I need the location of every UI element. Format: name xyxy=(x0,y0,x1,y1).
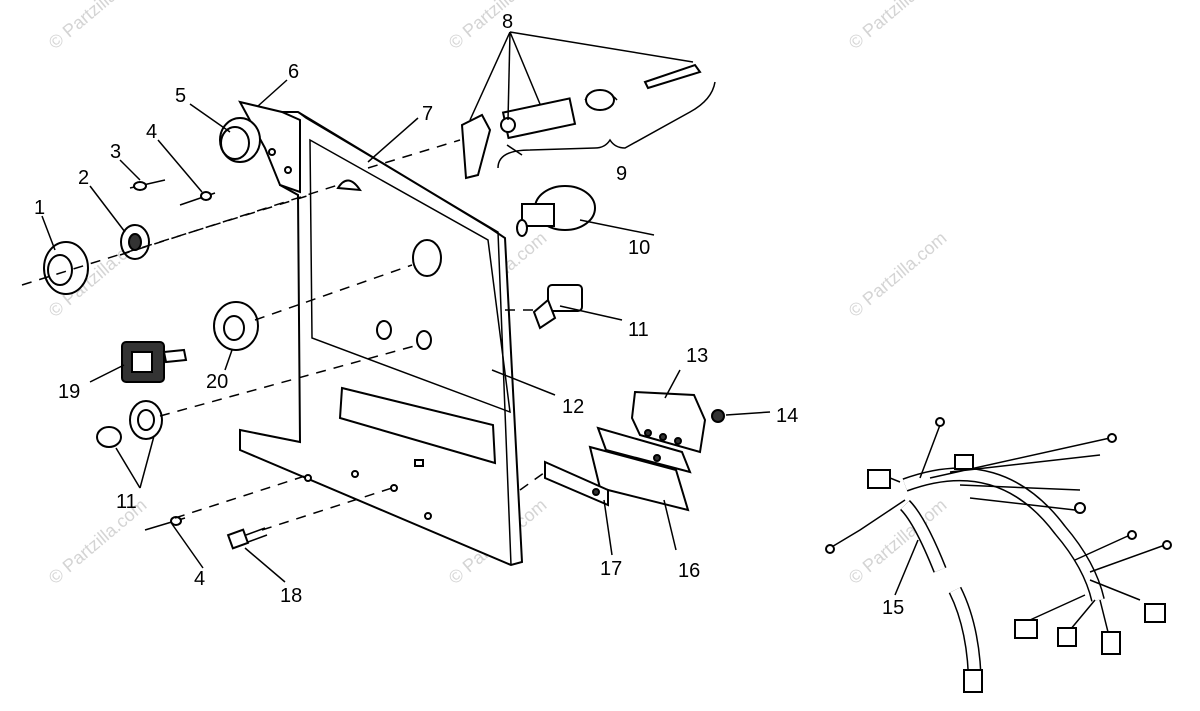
callout-3: 3 xyxy=(110,141,121,163)
mount-bracket xyxy=(219,100,301,194)
callout-17: 17 xyxy=(600,558,622,580)
key-switch xyxy=(516,185,596,237)
callout-7: 7 xyxy=(422,103,433,125)
callout-4: 4 xyxy=(194,568,205,590)
callout-2: 2 xyxy=(78,167,89,189)
watermark: © Partzilla.com xyxy=(845,228,951,321)
callout-20: 20 xyxy=(206,371,228,393)
callout-15: 15 xyxy=(882,597,904,619)
callout-8: 8 xyxy=(502,11,513,33)
screws xyxy=(129,179,216,531)
mounting-blocks xyxy=(544,390,725,512)
callout-16: 16 xyxy=(678,560,700,582)
callout-11: 11 xyxy=(116,491,137,513)
callout-12: 12 xyxy=(562,396,584,418)
callout-labels: 1 2 3 4 4 5 6 7 8 9 10 11 11 12 13 14 15… xyxy=(34,11,904,619)
watermark: © Partzilla.com xyxy=(845,0,951,53)
callout-19: 19 xyxy=(58,381,80,403)
assembly-lines xyxy=(21,139,549,531)
callout-5: 5 xyxy=(175,85,186,107)
bolt xyxy=(226,527,268,550)
callout-13: 13 xyxy=(686,345,708,367)
callout-1: 1 xyxy=(34,197,45,219)
washer-set xyxy=(96,400,163,448)
toggle-switch xyxy=(532,284,583,330)
callout-14: 14 xyxy=(776,405,798,427)
callout-6: 6 xyxy=(288,61,299,83)
leader-lines xyxy=(41,31,919,596)
key-and-nut xyxy=(121,301,259,383)
wiring-harness xyxy=(825,417,1172,693)
callout-4: 4 xyxy=(146,121,157,143)
callout-9: 9 xyxy=(616,163,627,185)
latch-assembly xyxy=(460,63,716,180)
watermark: © Partzilla.com xyxy=(445,0,551,53)
callout-10: 10 xyxy=(628,237,650,259)
callout-11: 11 xyxy=(628,319,649,341)
nut-and-washer xyxy=(43,224,150,295)
panel xyxy=(239,111,524,567)
callout-18: 18 xyxy=(280,585,302,607)
watermark: © Partzilla.com xyxy=(45,0,151,53)
